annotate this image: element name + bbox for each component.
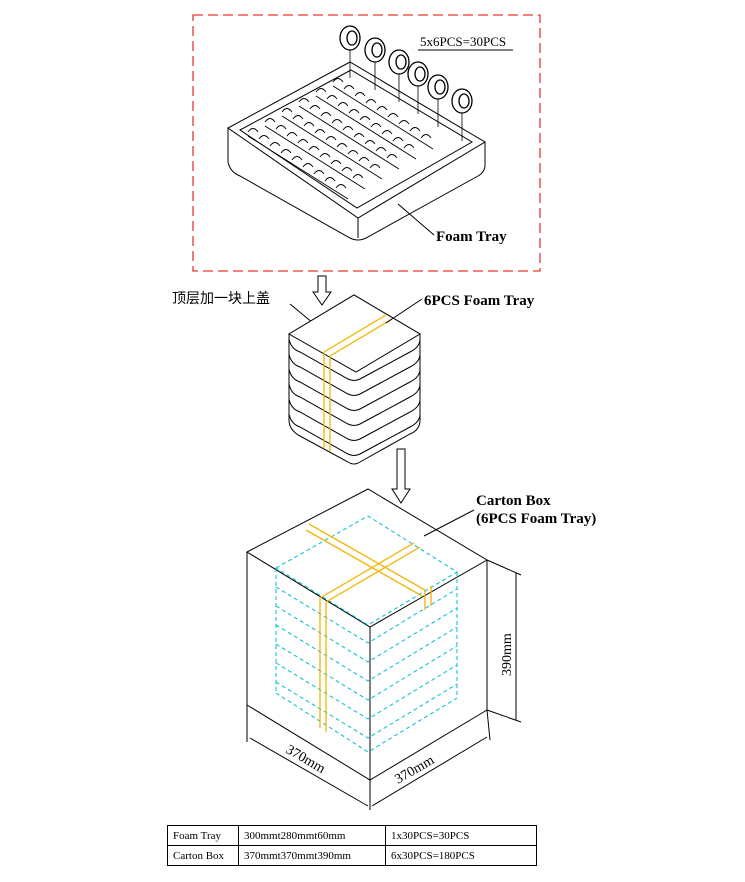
foam-tray-label: Foam Tray xyxy=(436,229,507,245)
stack-label: 6PCS Foam Tray xyxy=(424,293,535,309)
tray-cavity-ridge xyxy=(264,125,366,190)
tray-cavity-row xyxy=(281,108,381,169)
carton-leader xyxy=(423,509,475,537)
carton-label-line1: Carton Box xyxy=(476,493,551,509)
spec-size: 370mmt370mmt390mm xyxy=(238,845,386,866)
bearing-ring-bore xyxy=(434,79,446,95)
top-cover-leader xyxy=(289,303,314,324)
tray-cavity-row xyxy=(332,78,432,139)
tray-cavity-row xyxy=(247,128,347,189)
top-cover-note: 顶层加一块上盖 xyxy=(172,291,270,307)
bearing-ring-bore xyxy=(346,30,358,46)
carton-inner-layer xyxy=(275,624,458,682)
carton-strap xyxy=(305,523,432,732)
tray-cavity-row xyxy=(315,88,415,149)
width-dimensions xyxy=(246,705,491,810)
tray-cavity-ridge xyxy=(332,85,434,150)
carton-inner-layer xyxy=(275,643,458,701)
carton-layer-lines xyxy=(275,586,458,739)
stack-tray-layer xyxy=(288,383,421,426)
carton-inner-layer xyxy=(275,586,458,644)
spec-item: Carton Box xyxy=(167,845,239,866)
tray-cavity-row xyxy=(264,118,364,179)
spec-qty: 6x30PCS=180PCS xyxy=(385,845,537,866)
carton-box xyxy=(245,488,488,781)
foam-tray-drawing xyxy=(227,61,486,241)
table-row: Foam Tray 300mmt280mmt60mm 1x30PCS=30PCS xyxy=(167,825,537,846)
spec-size: 300mmt280mmt60mm xyxy=(238,825,386,846)
down-arrow-1 xyxy=(312,275,332,306)
bearing-ring-bore xyxy=(458,93,470,109)
stack-tray-layer xyxy=(288,413,421,456)
down-arrow-2 xyxy=(391,448,411,504)
tray-count-label: 5x6PCS=30PCS xyxy=(420,34,506,49)
height-dimension-label: 390mm xyxy=(500,633,515,676)
carton-label-line2: (6PCS Foam Tray) xyxy=(476,511,596,527)
width-dimension-left-label: 370mm xyxy=(283,742,328,776)
tray-cavity-ridge xyxy=(315,95,417,160)
height-dimension xyxy=(486,559,522,723)
carton-inner-layer xyxy=(275,681,458,739)
diagram-svg: 5x6PCS=30PCS Foam Tray 顶层加一块上盖 6PCS Foam… xyxy=(172,14,596,810)
bearing-rings xyxy=(339,25,473,141)
inner-tray-outline xyxy=(275,515,458,753)
carton-inner-layer xyxy=(275,605,458,663)
spec-qty: 1x30PCS=30PCS xyxy=(385,825,537,846)
tray-cavity-ridge xyxy=(281,115,383,180)
carton-inner-layer xyxy=(275,662,458,720)
stack-tray-layer xyxy=(288,368,421,411)
spec-table: Foam Tray 300mmt280mmt60mm 1x30PCS=30PCS… xyxy=(167,825,537,866)
bearing-ring-bore xyxy=(395,54,407,70)
tray-cavity-ridge xyxy=(298,105,400,170)
stack-tray-layer xyxy=(288,338,421,381)
detail-frame xyxy=(192,14,541,272)
stack-tray-layer xyxy=(288,353,421,396)
stack-tray-layer xyxy=(288,398,421,441)
tray-cavity-row xyxy=(298,98,398,159)
stack-strap xyxy=(323,314,393,451)
width-dimension-right-label: 370mm xyxy=(393,753,438,787)
bearing-ring-bore xyxy=(371,42,383,58)
tray-stack xyxy=(288,294,421,465)
bearing-ring-bore xyxy=(414,66,426,82)
stack-leader xyxy=(385,298,423,324)
foam-tray-leader xyxy=(397,203,435,236)
table-row: Carton Box 370mmt370mmt390mm 6x30PCS=180… xyxy=(167,845,537,866)
tray-cavity-rows xyxy=(247,78,434,200)
tray-cavity-ridge xyxy=(247,135,349,200)
spec-item: Foam Tray xyxy=(167,825,239,846)
